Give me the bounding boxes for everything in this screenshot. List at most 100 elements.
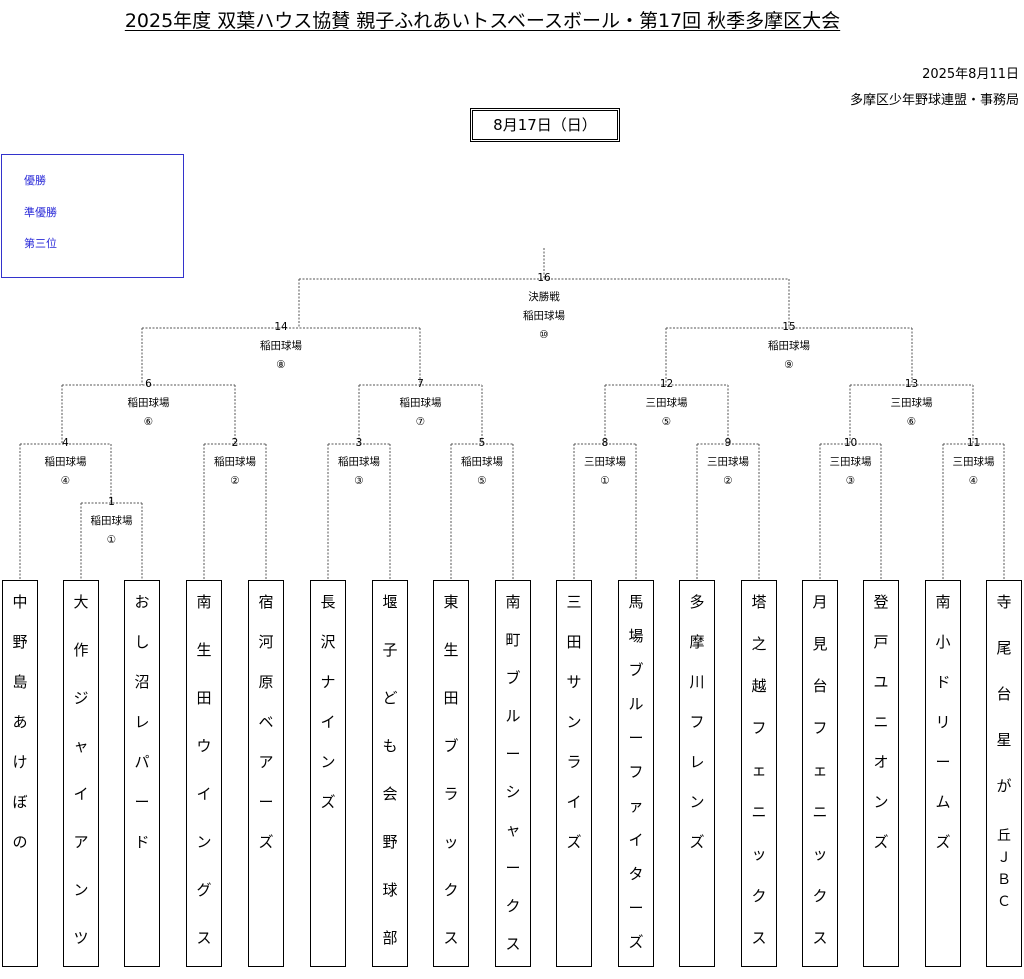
match-venue: 三田球場 xyxy=(584,456,626,468)
team-name: 長沢ナインズ xyxy=(320,593,336,811)
team-name: 馬場ブルーファイターズ xyxy=(628,593,644,951)
match-order: ⑨ xyxy=(784,359,794,371)
match-order: ① xyxy=(600,475,610,487)
match-label-16: 16 決勝戦稲田球場 ⑩ xyxy=(523,269,565,345)
match-number: 14 xyxy=(274,321,288,333)
match-venue: 稲田球場 xyxy=(214,456,256,468)
match-number: 11 xyxy=(966,437,981,449)
page-title: 2025年度 双葉ハウス協賛 親子ふれあいトスベースボール・第17回 秋季多摩区… xyxy=(124,10,841,32)
match-order: ⑥ xyxy=(906,416,917,428)
team-name: 多摩川フレンズ xyxy=(689,593,705,851)
match-venue: 稲田球場 xyxy=(338,456,380,468)
team-box: 堰子ども会野球部 xyxy=(372,580,408,967)
match-venue: 稲田球場 xyxy=(523,310,565,322)
match-order: ⑥ xyxy=(143,416,154,428)
match-label-1: 1 稲田球場 ① xyxy=(91,493,133,550)
team-box: 登戸ユニオンズ xyxy=(863,580,899,967)
match-order: ⑤ xyxy=(661,416,672,428)
match-label-5: 5 稲田球場 ⑤ xyxy=(461,434,503,491)
team-name: 登戸ユニオンズ xyxy=(873,593,889,851)
match-number: 4 xyxy=(62,437,69,449)
match-venue: 三田球場 xyxy=(645,397,688,409)
team-name: 三田サンライズ xyxy=(566,593,582,851)
match-number: 6 xyxy=(145,378,152,390)
match-number: 13 xyxy=(904,378,919,390)
team-name: 南町ブルーシャークス xyxy=(505,593,521,953)
match-number: 5 xyxy=(478,437,486,449)
team-name: 塔之越フェニックス xyxy=(751,593,767,947)
match-order: ③ xyxy=(845,475,856,487)
team-box: 大作ジャイアンツ xyxy=(63,580,99,967)
team-name: 宿河原ベアーズ xyxy=(258,593,274,851)
match-venue: 稲田球場 xyxy=(44,456,87,468)
team-box: 中野島あけぼの xyxy=(2,580,38,967)
team-name: 大作ジャイアンツ xyxy=(73,593,89,947)
match-label-14: 14 稲田球場 ⑧ xyxy=(260,318,302,375)
match-label-8: 8 三田球場 ① xyxy=(584,434,626,491)
match-number: 7 xyxy=(417,378,424,390)
team-name: おし沼レパード xyxy=(134,593,150,851)
match-label-13: 13 三田球場 ⑥ xyxy=(891,375,933,432)
match-venue: 三田球場 xyxy=(952,456,995,468)
match-venue: 稲田球場 xyxy=(90,515,133,527)
match-number: 10 xyxy=(843,437,858,449)
team-box: 宿河原ベアーズ xyxy=(248,580,284,967)
match-label-11: 11 三田球場 ④ xyxy=(953,434,995,491)
match-venue: 稲田球場 xyxy=(399,397,442,409)
match-day-box: 8月17日（日） xyxy=(470,108,620,142)
match-venue: 稲田球場 xyxy=(768,340,810,352)
match-number: 15 xyxy=(782,321,796,333)
match-round: 決勝戦 xyxy=(528,291,560,303)
match-label-4: 4 稲田球場 ④ xyxy=(45,434,87,491)
match-order: ④ xyxy=(60,475,71,487)
match-number: 1 xyxy=(108,496,115,508)
match-order: ④ xyxy=(968,475,979,487)
legend-third-place: 第三位 xyxy=(24,237,57,250)
legend-runner-up: 準優勝 xyxy=(24,206,57,219)
match-order: ③ xyxy=(354,475,364,487)
match-label-2: 2 稲田球場 ② xyxy=(214,434,256,491)
match-label-12: 12 三田球場 ⑤ xyxy=(646,375,688,432)
team-box: 南小ドリームズ xyxy=(925,580,961,967)
team-name: 中野島あけぼの xyxy=(12,593,28,851)
team-name: 南小ドリームズ xyxy=(935,593,951,851)
team-box: 多摩川フレンズ xyxy=(679,580,715,967)
team-box: 南町ブルーシャークス xyxy=(495,580,531,967)
team-box: 月見台フェニックス xyxy=(802,580,838,967)
match-order: ① xyxy=(106,534,117,546)
team-box: 馬場ブルーファイターズ xyxy=(618,580,654,967)
team-name: 月見台フェニックス xyxy=(812,593,828,947)
match-number: 2 xyxy=(231,437,239,449)
match-number: 9 xyxy=(724,437,732,449)
match-order: ② xyxy=(230,475,240,487)
match-venue: 三田球場 xyxy=(890,397,933,409)
match-label-15: 15 稲田球場 ⑨ xyxy=(768,318,810,375)
match-order: ② xyxy=(723,475,733,487)
match-venue: 稲田球場 xyxy=(461,456,503,468)
team-box: 三田サンライズ xyxy=(556,580,592,967)
match-number: 12 xyxy=(659,378,674,390)
team-name: 東生田ブラックス xyxy=(443,593,459,947)
publish-date: 2025年8月11日 xyxy=(922,67,1019,82)
team-box: 東生田ブラックス xyxy=(433,580,469,967)
match-venue: 三田球場 xyxy=(829,456,872,468)
team-box: 塔之越フェニックス xyxy=(741,580,777,967)
match-order: ⑩ xyxy=(539,329,549,341)
legend-box: 優勝 準優勝 第三位 xyxy=(1,154,184,278)
match-order: ⑤ xyxy=(477,475,487,487)
match-venue: 稲田球場 xyxy=(260,340,302,352)
match-label-9: 9 三田球場 ② xyxy=(707,434,749,491)
match-number: 3 xyxy=(355,437,363,449)
match-label-3: 3 稲田球場 ③ xyxy=(338,434,380,491)
match-order: ⑧ xyxy=(276,359,286,371)
team-box: 長沢ナインズ xyxy=(310,580,346,967)
team-box: おし沼レパード xyxy=(124,580,160,967)
match-number: 8 xyxy=(601,437,609,449)
team-name: 堰子ども会野球部 xyxy=(382,593,398,947)
legend-champion: 優勝 xyxy=(24,174,46,187)
match-number: 16 xyxy=(537,272,551,284)
match-venue: 三田球場 xyxy=(707,456,749,468)
